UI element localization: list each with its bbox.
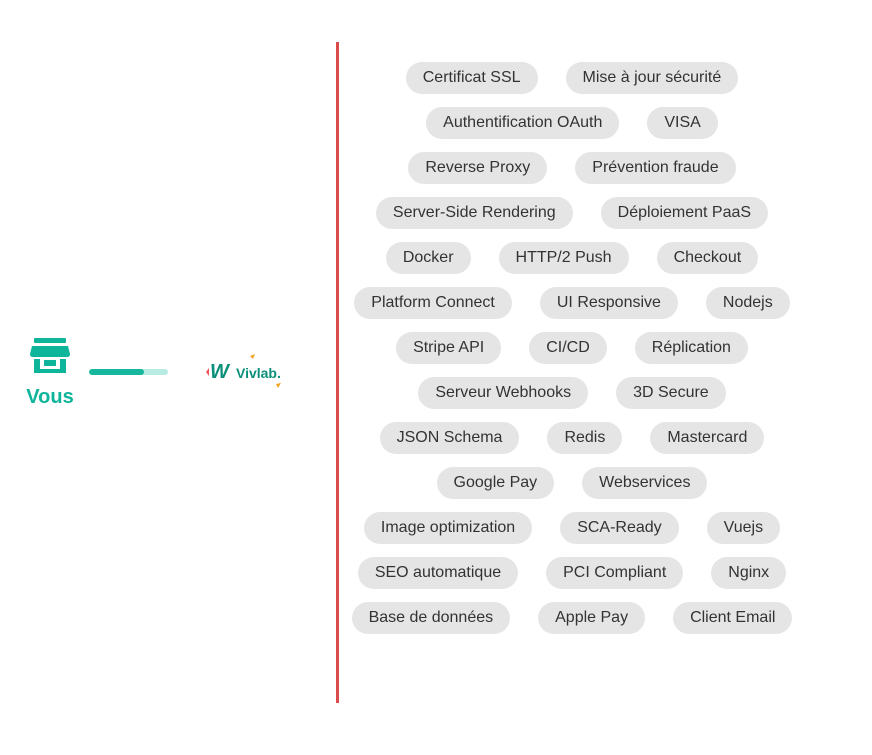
feature-tag[interactable]: Vuejs xyxy=(706,512,781,544)
feature-tag[interactable]: Image optimization xyxy=(363,512,533,544)
feature-tag[interactable]: 3D Secure xyxy=(616,377,726,409)
feature-tag[interactable]: Webservices xyxy=(582,467,708,499)
store-icon xyxy=(30,338,70,373)
feature-tag[interactable]: Server-Side Rendering xyxy=(375,197,573,229)
feature-tag[interactable]: Checkout xyxy=(656,242,759,274)
feature-tag[interactable]: Certificat SSL xyxy=(405,62,538,94)
feature-tag[interactable]: Platform Connect xyxy=(354,287,512,319)
feature-tag[interactable]: Mise à jour sécurité xyxy=(565,62,739,94)
feature-tag[interactable]: Redis xyxy=(547,422,623,454)
feature-tag[interactable]: Authentification OAuth xyxy=(426,107,620,139)
feature-tag[interactable]: Nodejs xyxy=(705,287,790,319)
feature-tag[interactable]: Réplication xyxy=(634,332,748,364)
connection-panel: Vous W Vivlab. xyxy=(0,0,336,755)
feature-tag[interactable]: Google Pay xyxy=(436,467,555,499)
feature-tag[interactable]: Prévention fraude xyxy=(575,152,736,184)
feature-tag[interactable]: HTTP/2 Push xyxy=(498,242,629,274)
feature-tag[interactable]: Base de données xyxy=(351,602,511,634)
feature-tag[interactable]: PCI Compliant xyxy=(546,557,684,589)
you-node: Vous xyxy=(20,338,80,409)
connection-progress-fill xyxy=(89,369,145,375)
feature-tag[interactable]: Docker xyxy=(385,242,471,274)
feature-tag[interactable]: Apple Pay xyxy=(538,602,646,634)
feature-tag[interactable]: Reverse Proxy xyxy=(408,152,548,184)
feature-tag[interactable]: Stripe API xyxy=(396,332,502,364)
feature-tag[interactable]: Serveur Webhooks xyxy=(418,377,589,409)
feature-tag[interactable]: Nginx xyxy=(711,557,787,589)
feature-tag[interactable]: UI Responsive xyxy=(539,287,678,319)
feature-tag[interactable]: SEO automatique xyxy=(357,557,519,589)
feature-tag[interactable]: Client Email xyxy=(673,602,793,634)
vivlab-logo-text: Vivlab. xyxy=(236,365,281,381)
feature-tag[interactable]: JSON Schema xyxy=(379,422,520,454)
vivlab-logo: W Vivlab. xyxy=(206,354,281,388)
connection-progress-bar xyxy=(89,369,168,375)
feature-tag[interactable]: Mastercard xyxy=(650,422,765,454)
feature-tag[interactable]: Déploiement PaaS xyxy=(600,197,769,229)
feature-tag[interactable]: SCA-Ready xyxy=(560,512,679,544)
svg-text:W: W xyxy=(210,361,231,383)
vertical-divider xyxy=(336,42,339,703)
you-label: Vous xyxy=(26,386,74,408)
feature-tag[interactable]: CI/CD xyxy=(529,332,607,364)
feature-tag[interactable]: VISA xyxy=(647,107,718,139)
